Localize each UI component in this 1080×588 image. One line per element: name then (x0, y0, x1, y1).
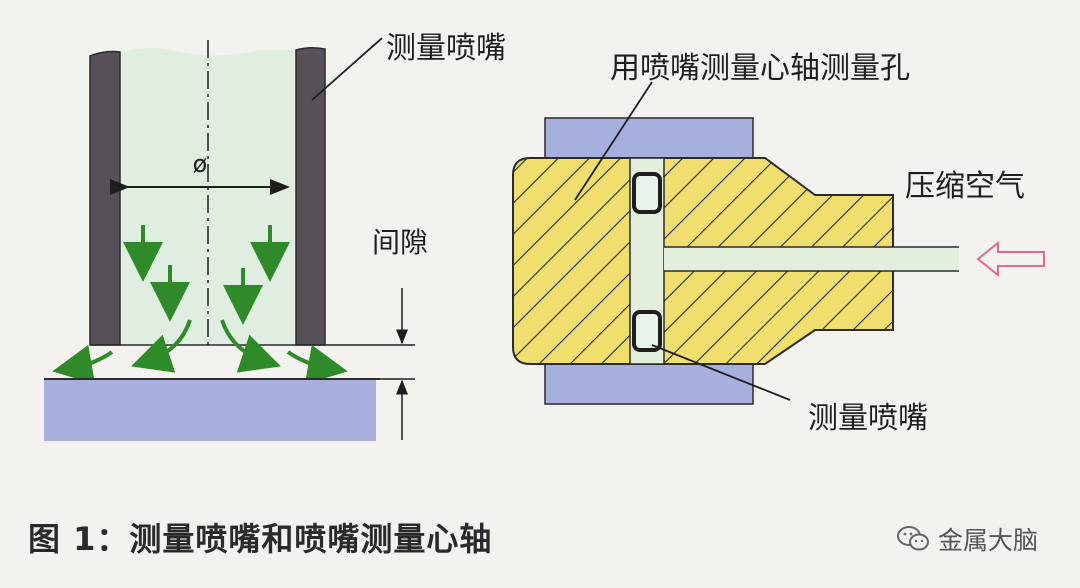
watermark: 金属大脑 (896, 521, 1038, 557)
right-nozzle-label: 测量喷嘴 (808, 401, 928, 436)
nozzle-wall-right (295, 46, 326, 346)
figure-caption: 图 1：测量喷嘴和喷嘴测量心轴 (28, 520, 493, 558)
diameter-label: ø (193, 150, 208, 178)
left-nozzle-label: 测量喷嘴 (386, 31, 506, 66)
gap-label: 间隙 (372, 226, 428, 259)
hole-wall-top (544, 117, 754, 159)
nozzle-wall-left (89, 50, 121, 346)
mandrel-hole-leader (574, 81, 653, 201)
nozzle-plug-top (632, 172, 662, 214)
nozzle-plug-bottom (632, 310, 662, 352)
compressed-air-label: 压缩空气 (905, 169, 1025, 204)
workpiece (44, 379, 376, 441)
gap-dimension (325, 288, 415, 440)
mandrel-hole-label: 用喷嘴测量心轴测量孔 (610, 51, 910, 86)
chat-bubbles-icon (897, 526, 929, 551)
air-flow-arrows (52, 225, 348, 385)
left-nozzle-leader (311, 37, 383, 101)
watermark-text: 金属大脑 (938, 526, 1039, 555)
hole-wall-bottom (544, 363, 754, 405)
nozzle-section: ø 间隙 测量喷嘴 (44, 31, 506, 441)
right-nozzle-leader (651, 344, 791, 401)
mandrel-section: 用喷嘴测量心轴测量孔 压缩空气 测量喷嘴 (512, 51, 1045, 436)
compressed-air-arrow-icon (976, 240, 1045, 278)
horizontal-air-channel (664, 247, 959, 271)
